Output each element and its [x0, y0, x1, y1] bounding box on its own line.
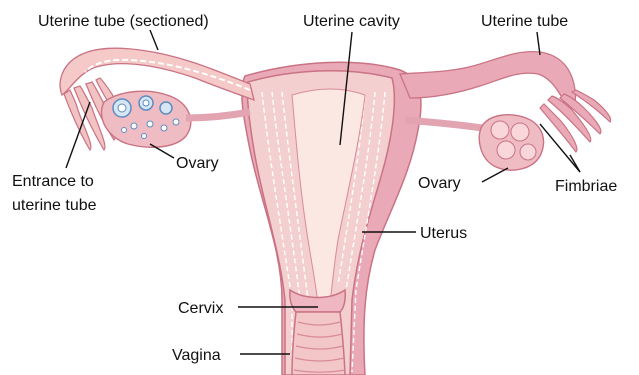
vagina [292, 312, 345, 375]
label-ovary-left: Ovary [176, 155, 219, 172]
label-uterine-tube: Uterine tube [481, 13, 568, 30]
label-uterus: Uterus [420, 225, 467, 242]
label-entrance-line1: Entrance to [12, 173, 94, 190]
left-ovary [101, 91, 250, 147]
leader-uterine-tube-sectioned [150, 30, 158, 50]
label-cervix: Cervix [178, 300, 223, 317]
label-vagina: Vagina [172, 347, 221, 364]
label-uterine-cavity: Uterine cavity [303, 13, 400, 30]
leader-ovary-right [482, 168, 508, 182]
leader-fimbriae-2 [570, 155, 580, 172]
label-ovary-right: Ovary [418, 175, 461, 192]
label-entrance-line2: uterine tube [12, 197, 97, 214]
label-fimbriae: Fimbriae [555, 178, 617, 195]
right-ovary [479, 115, 543, 170]
label-uterine-tube-sectioned: Uterine tube (sectioned) [38, 13, 209, 30]
